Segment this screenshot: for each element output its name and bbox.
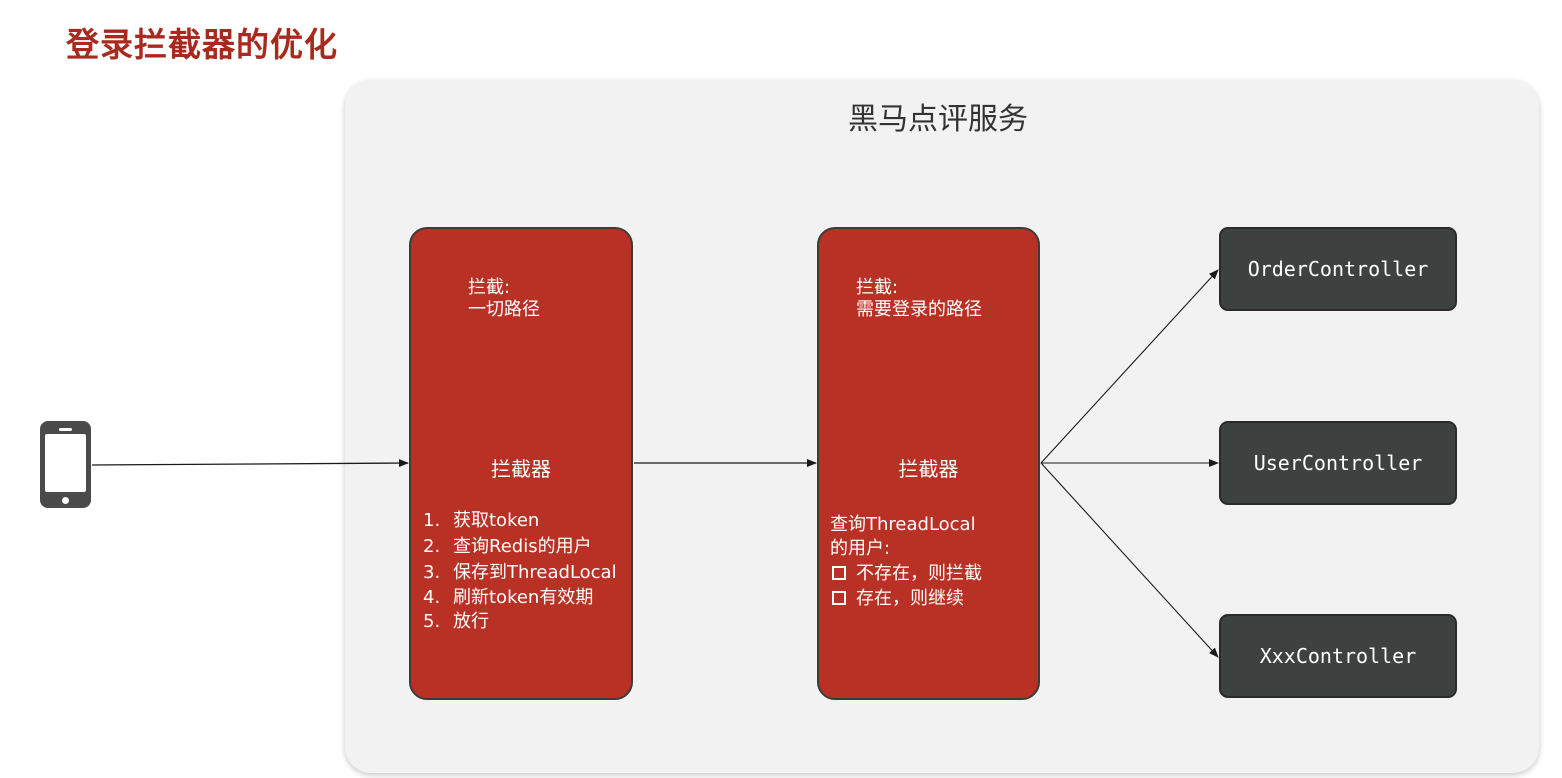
order-controller: OrderController (1219, 227, 1457, 311)
interceptor-login-check: 拦截: 需要登录的路径 拦截器 查询ThreadLocal 的用户: 不存在，则… (817, 227, 1040, 700)
step-item: 3.保存到ThreadLocal (423, 562, 617, 583)
checkbox-icon (832, 566, 846, 580)
step-item: 4.刷新token有效期 (423, 587, 594, 608)
interceptor-title: 拦截器 (491, 457, 551, 481)
interceptor-steps: 1.获取token 2.查询Redis的用户 3.保存到ThreadLocal … (423, 508, 617, 634)
checkbox-icon (832, 591, 846, 605)
service-title: 黑马点评服务 (848, 102, 1028, 137)
arrow-to-xxx-controller (1040, 462, 1219, 658)
arrow-to-order-controller (1040, 269, 1219, 464)
intercept-label: 拦截: (856, 277, 899, 298)
slide-title: 登录拦截器的优化 (66, 25, 338, 64)
step-item: 1.获取token (423, 510, 540, 531)
user-controller: UserController (1219, 421, 1457, 505)
intercept-label: 拦截: (468, 277, 511, 298)
step-item: 5.放行 (423, 611, 489, 632)
interceptor-refresh-token: 拦截: 一切路径 拦截器 1.获取token 2.查询Redis的用户 3.保存… (409, 227, 633, 700)
intercept-scope: 一切路径 (468, 299, 540, 320)
interceptor-desc: 的用户: (830, 538, 891, 559)
interceptor-desc: 查询ThreadLocal (830, 514, 976, 535)
arrow-phone-to-interceptor1 (91, 459, 409, 468)
xxx-controller: XxxController (1219, 614, 1457, 698)
option-exist: 存在，则继续 (830, 586, 982, 611)
interceptor-title: 拦截器 (898, 457, 959, 481)
intercept-scope: 需要登录的路径 (856, 299, 982, 320)
step-item: 2.查询Redis的用户 (423, 536, 592, 557)
option-not-exist: 不存在，则拦截 (830, 561, 982, 586)
smartphone-icon (40, 421, 91, 508)
